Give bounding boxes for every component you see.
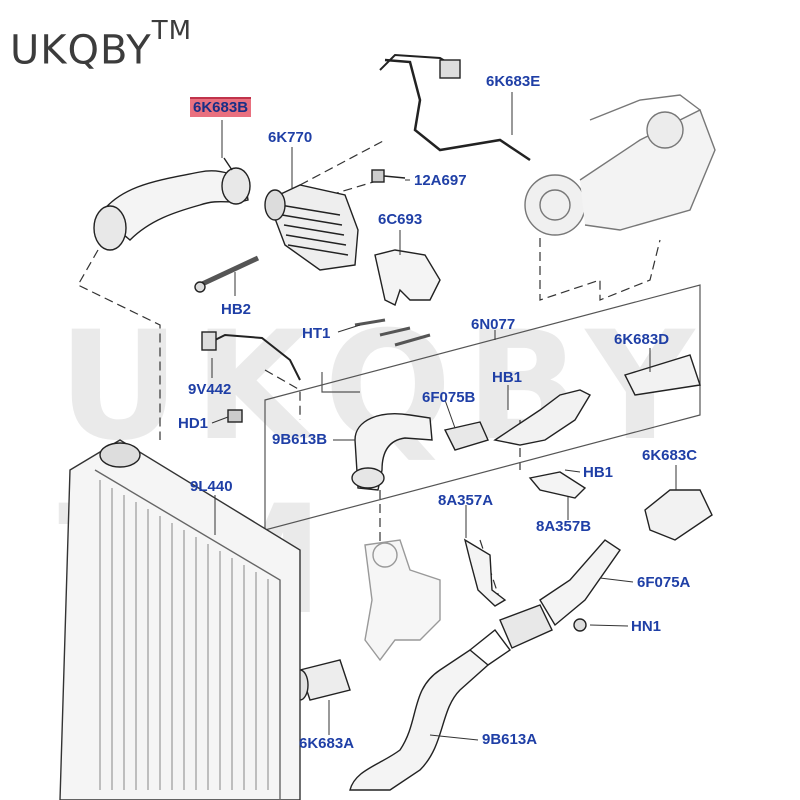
pipe-6f075a: [539, 539, 621, 627]
hose-6k683c: [644, 489, 713, 541]
part-label-6k770: 6K770: [268, 129, 313, 146]
assembly-box: [264, 284, 701, 531]
part-label-hb1-lower: HB1: [583, 464, 614, 481]
brand-logo: UKQBYTM: [10, 16, 193, 74]
bolt-hb2: [198, 255, 260, 288]
bracket-8a357b: [528, 471, 587, 499]
intercooler-9l440: [59, 439, 301, 800]
part-label-6k683c: 6K683C: [642, 447, 698, 464]
clip-hd1: [227, 409, 243, 423]
part-label-hd1: HD1: [178, 415, 209, 432]
hose-9b613a: [349, 649, 490, 791]
thermostat-housing: [364, 539, 441, 662]
sensor-9v442: [204, 333, 301, 381]
hose-6k683b: [93, 157, 251, 251]
part-label-6f075a: 6F075A: [637, 574, 691, 591]
part-label-9v442: 9V442: [188, 381, 232, 398]
part-label-6n077: 6N077: [471, 316, 516, 333]
part-label-hb2: HB2: [221, 301, 252, 318]
nut-hn1: [573, 618, 587, 632]
connector-6f075b: [443, 421, 489, 451]
part-label-12a697: 12A697: [414, 172, 467, 189]
pipe-6n077: [493, 389, 591, 446]
part-label-ht1: HT1: [302, 325, 331, 342]
part-label-6k683e: 6K683E: [486, 73, 541, 90]
part-label-9l440: 9L440: [190, 478, 233, 495]
part-label-hn1: HN1: [631, 618, 662, 635]
part-label-9b613a: 9B613A: [482, 731, 538, 748]
bracket-8a357a: [463, 538, 507, 607]
sensor-12a697: [371, 169, 385, 183]
part-label-hb1-upper: HB1: [492, 369, 523, 386]
part-label-8a357b: 8A357B: [536, 518, 592, 535]
intake-box-6k770: [264, 184, 359, 271]
part-label-6c693: 6C693: [378, 211, 423, 228]
part-label-9b613b: 9B613B: [272, 431, 328, 448]
part-label-8a357a: 8A357A: [438, 492, 494, 509]
turbocharger: [524, 94, 716, 236]
part-label-6k683a: 6K683A: [299, 735, 355, 752]
part-label-6k683d: 6K683D: [614, 331, 670, 348]
bracket-6c693: [374, 249, 441, 306]
pipe-6k683e: [384, 58, 531, 162]
part-label-6k683b: 6K683B: [190, 97, 252, 117]
bolts-ht1: [354, 318, 431, 347]
hose-6k683d: [624, 354, 701, 396]
part-label-6f075b: 6F075B: [422, 389, 476, 406]
